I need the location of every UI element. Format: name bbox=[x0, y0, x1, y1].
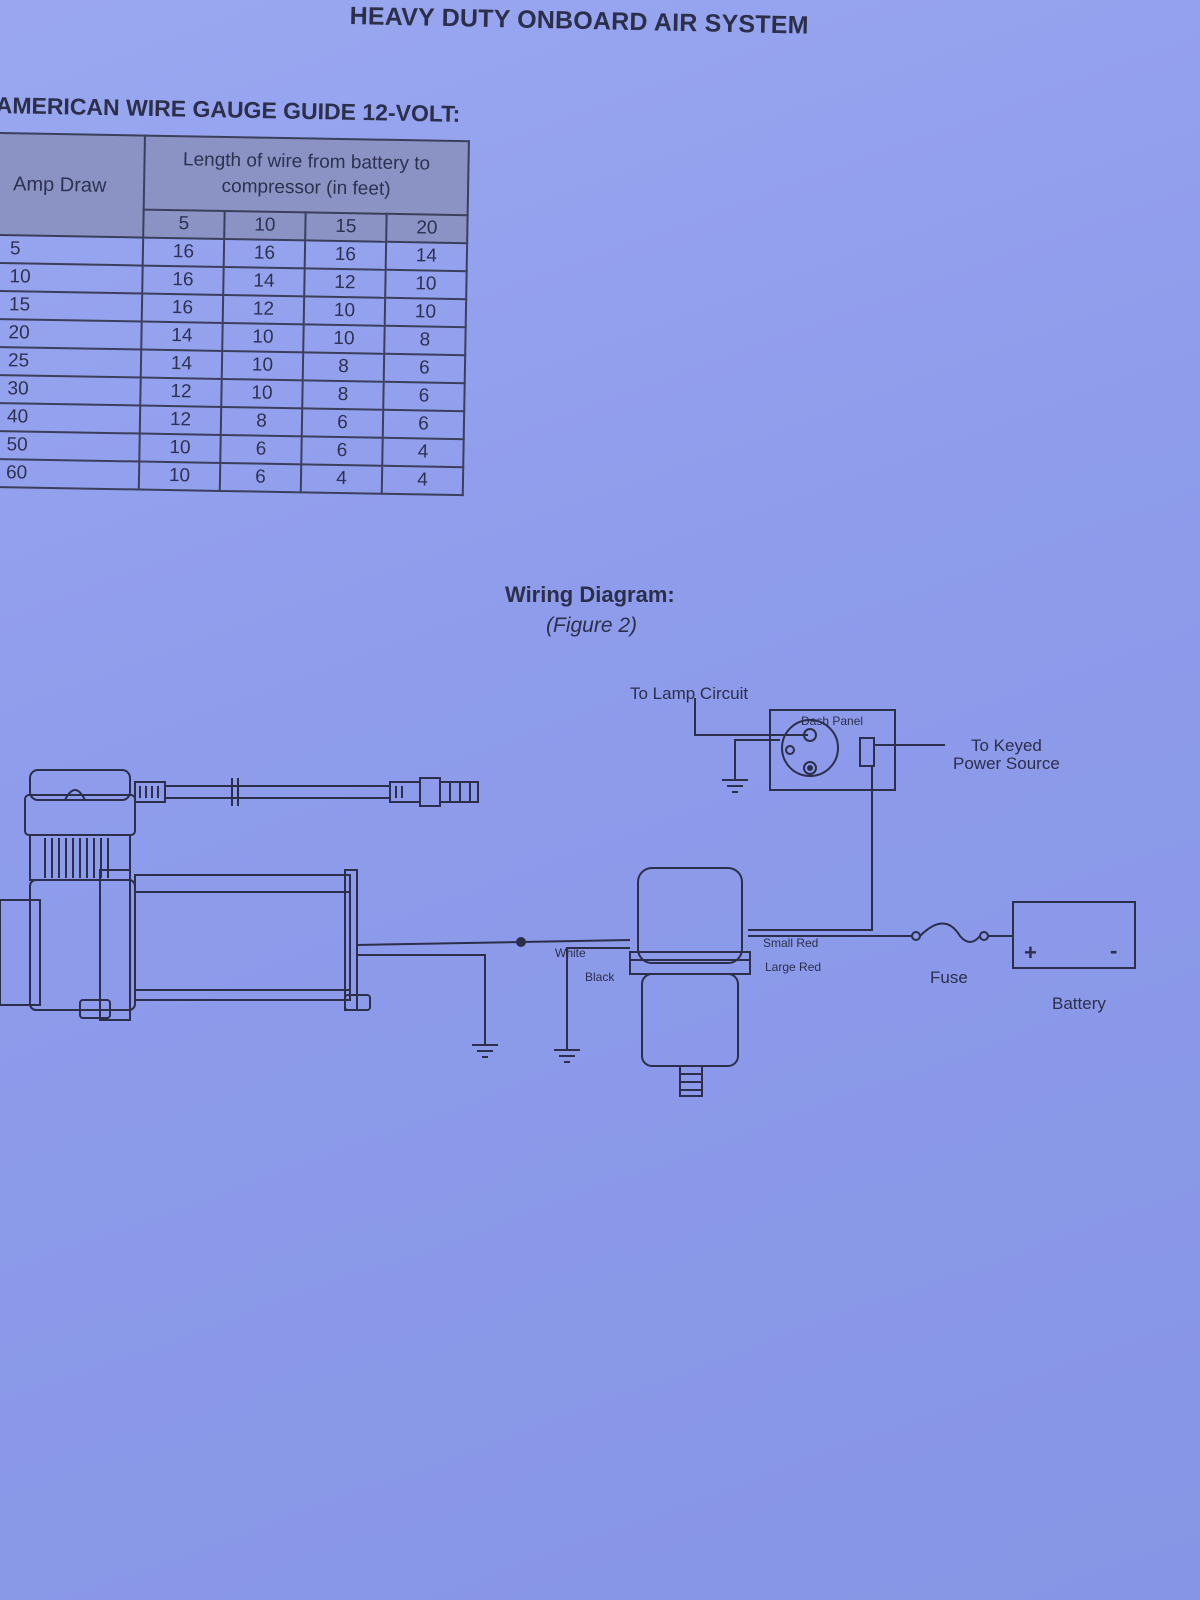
battery-label: Battery bbox=[1052, 994, 1106, 1013]
battery-minus-label: - bbox=[1110, 938, 1118, 963]
battery-plus-label: + bbox=[1024, 940, 1037, 965]
compressor-wires bbox=[356, 937, 631, 1050]
gauge-value-cell: 10 bbox=[138, 461, 221, 491]
gauge-value-cell: 4 bbox=[381, 465, 464, 496]
relay-illustration bbox=[629, 867, 751, 1097]
amp-draw-cell: 10 bbox=[0, 262, 143, 294]
amp-draw-cell: 50 bbox=[0, 430, 140, 462]
gauge-value-cell: 12 bbox=[139, 405, 222, 435]
amp-draw-header: Amp Draw bbox=[0, 133, 145, 238]
dash-panel-label: Dash Panel bbox=[801, 714, 864, 728]
gauge-value-cell: 10 bbox=[222, 322, 304, 353]
fuse-label: Fuse bbox=[930, 968, 968, 987]
gauge-value-cell: 6 bbox=[219, 462, 302, 493]
gauge-value-cell: 10 bbox=[303, 296, 386, 326]
wire-gauge-guide-title: AMERICAN WIRE GAUGE GUIDE 12-VOLT: bbox=[0, 92, 461, 127]
gauge-value-cell: 14 bbox=[385, 241, 468, 272]
gauge-value-cell: 14 bbox=[223, 266, 305, 297]
gauge-value-cell: 6 bbox=[301, 436, 383, 466]
gauge-value-cell: 10 bbox=[303, 324, 385, 354]
page-title: HEAVY DUTY ONBOARD AIR SYSTEM bbox=[349, 2, 810, 40]
wiring-diagram-title: Wiring Diagram: bbox=[505, 582, 675, 607]
ground-symbol bbox=[472, 1044, 498, 1058]
white-wire-label: White bbox=[555, 946, 586, 960]
gauge-value-cell: 8 bbox=[302, 380, 384, 410]
gauge-value-cell: 16 bbox=[223, 238, 306, 269]
wire-gauge-table: Amp Draw Length of wire from battery to … bbox=[0, 132, 470, 496]
length-col-header: 5 bbox=[143, 209, 225, 239]
gauge-value-cell: 6 bbox=[220, 434, 302, 465]
gauge-value-cell: 10 bbox=[385, 269, 467, 300]
power-wires bbox=[748, 766, 1013, 943]
gauge-value-cell: 14 bbox=[140, 349, 223, 379]
gauge-value-cell: 16 bbox=[304, 240, 387, 270]
keyed-power-label-line1: To Keyed bbox=[971, 736, 1042, 755]
gauge-value-cell: 12 bbox=[304, 268, 386, 298]
amp-draw-cell: 5 bbox=[0, 235, 144, 266]
length-col-header: 20 bbox=[386, 213, 468, 244]
length-col-header: 10 bbox=[224, 210, 306, 241]
gauge-value-cell: 12 bbox=[140, 377, 222, 407]
gauge-value-cell: 6 bbox=[383, 381, 465, 412]
length-header: Length of wire from battery to compresso… bbox=[143, 135, 469, 216]
gauge-value-cell: 14 bbox=[141, 321, 223, 351]
gauge-value-cell: 6 bbox=[383, 353, 466, 384]
dash-panel-illustration bbox=[769, 709, 945, 791]
ground-symbol bbox=[722, 739, 780, 793]
gauge-value-cell: 8 bbox=[220, 406, 303, 437]
gauge-value-cell: 16 bbox=[142, 237, 225, 267]
amp-draw-cell: 20 bbox=[0, 318, 142, 350]
compressor-illustration bbox=[0, 769, 479, 1021]
gauge-value-cell: 10 bbox=[221, 378, 303, 409]
gauge-value-cell: 8 bbox=[302, 352, 385, 382]
keyed-power-label-line2: Power Source bbox=[953, 754, 1060, 773]
small-red-wire-label: Small Red bbox=[763, 936, 819, 950]
ground-symbol bbox=[554, 1049, 580, 1063]
length-col-header: 15 bbox=[305, 212, 387, 242]
gauge-value-cell: 4 bbox=[300, 464, 383, 494]
amp-draw-cell: 25 bbox=[0, 346, 142, 378]
black-wire-label: Black bbox=[585, 970, 615, 984]
gauge-value-cell: 10 bbox=[384, 297, 467, 328]
lamp-circuit-label: To Lamp Circuit bbox=[630, 684, 749, 703]
gauge-value-cell: 12 bbox=[222, 294, 305, 325]
amp-draw-cell: 60 bbox=[0, 458, 140, 490]
wiring-diagram-subtitle: (Figure 2) bbox=[546, 614, 638, 637]
gauge-value-cell: 6 bbox=[301, 408, 384, 438]
wiring-diagram bbox=[0, 698, 1136, 1097]
large-red-wire-label: Large Red bbox=[765, 960, 822, 974]
gauge-value-cell: 6 bbox=[382, 409, 465, 440]
amp-draw-cell: 30 bbox=[0, 374, 141, 406]
wire-gauge-table-container: Amp Draw Length of wire from battery to … bbox=[0, 132, 470, 496]
amp-draw-cell: 40 bbox=[0, 402, 141, 434]
gauge-value-cell: 16 bbox=[141, 293, 224, 323]
gauge-value-cell: 4 bbox=[382, 437, 464, 468]
gauge-value-cell: 8 bbox=[384, 325, 466, 356]
battery-illustration bbox=[1012, 901, 1136, 969]
gauge-value-cell: 10 bbox=[221, 350, 304, 381]
gauge-value-cell: 10 bbox=[139, 433, 221, 463]
gauge-value-cell: 16 bbox=[142, 265, 224, 295]
amp-draw-cell: 15 bbox=[0, 290, 143, 322]
